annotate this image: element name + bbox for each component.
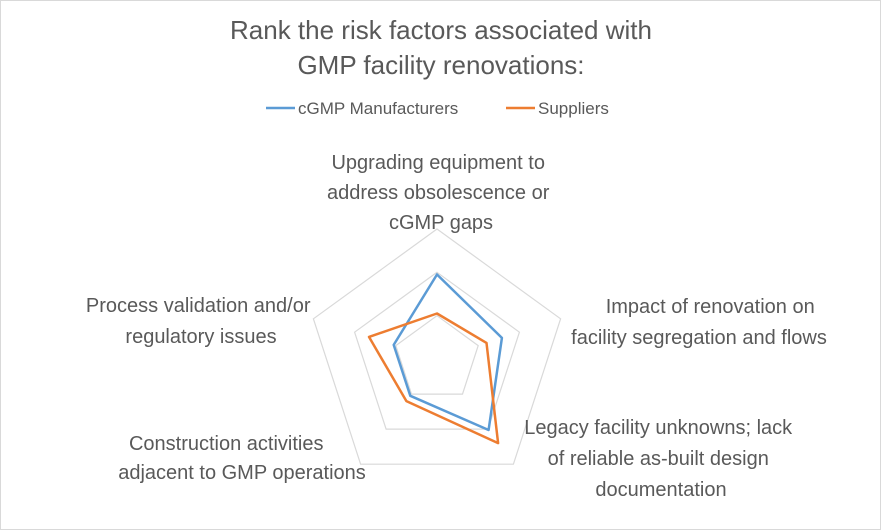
- grid-ring-2: [353, 271, 521, 430]
- axis-labels: Upgrading equipment to address obsolesce…: [86, 152, 827, 501]
- grid-ring-3: [312, 228, 562, 465]
- axis-label-construction-activities: Construction activities adjacent to GMP …: [118, 433, 366, 484]
- chart-title-line-1: Rank the risk factors associated with: [230, 15, 652, 45]
- legend: cGMP Manufacturers Suppliers: [266, 99, 609, 118]
- chart-title-line-2: GMP facility renovations:: [297, 50, 584, 80]
- legend-label-suppliers: Suppliers: [538, 99, 609, 118]
- axis-label-process-validation: Process validation and/or regulatory iss…: [86, 295, 316, 348]
- axis-label-renovation-impact: Impact of renovation on facility segrega…: [571, 296, 827, 349]
- series-line-suppliers: [367, 312, 500, 445]
- radar-grid: [312, 228, 562, 465]
- series-line-cgmp-manufacturers: [392, 273, 504, 432]
- axis-label-upgrading-equipment: Upgrading equipment to address obsolesce…: [327, 152, 555, 234]
- radar-series: [367, 273, 504, 445]
- grid-ring-1: [395, 314, 479, 395]
- legend-label-cgmp-manufacturers: cGMP Manufacturers: [298, 99, 458, 118]
- axis-label-legacy-facility: Legacy facility unknowns; lack of reliab…: [524, 417, 797, 501]
